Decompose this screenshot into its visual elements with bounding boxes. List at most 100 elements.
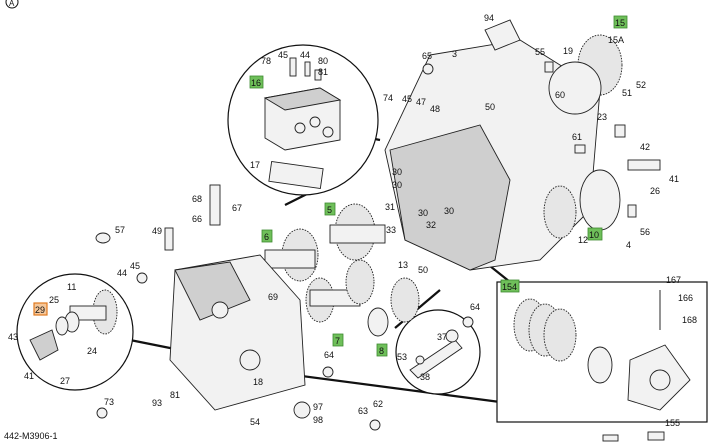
svg-text:31: 31: [385, 202, 395, 212]
gear-shafts: [264, 203, 420, 337]
callout-8: 8: [376, 343, 388, 357]
svg-text:97: 97: [313, 402, 323, 412]
callout-10-label: 10: [589, 230, 599, 240]
svg-text:98: 98: [313, 415, 323, 425]
sheet-marker-label: A: [9, 0, 15, 8]
svg-text:27: 27: [60, 376, 70, 386]
svg-text:62: 62: [373, 399, 383, 409]
svg-text:64: 64: [324, 350, 334, 360]
svg-text:51: 51: [622, 88, 632, 98]
sheet-marker: A: [5, 0, 19, 9]
svg-text:166: 166: [678, 293, 693, 303]
svg-text:63: 63: [358, 406, 368, 416]
callout-154: 154: [500, 279, 520, 293]
svg-text:167: 167: [666, 275, 681, 285]
svg-text:69: 69: [268, 292, 278, 302]
svg-text:30: 30: [444, 206, 454, 216]
detail-circle-tube: [395, 309, 481, 395]
svg-text:168: 168: [682, 315, 697, 325]
detail-box-clutch: [496, 281, 708, 423]
svg-text:68: 68: [192, 194, 202, 204]
callout-5-label: 5: [327, 205, 332, 215]
svg-text:74: 74: [383, 93, 393, 103]
svg-text:30: 30: [418, 208, 428, 218]
svg-text:15A: 15A: [608, 35, 624, 45]
svg-text:43: 43: [8, 332, 18, 342]
svg-text:81: 81: [170, 390, 180, 400]
svg-text:73: 73: [104, 397, 114, 407]
hardware-parts: [95, 19, 665, 442]
callout-15-label: 15: [615, 18, 625, 28]
svg-text:64: 64: [470, 302, 480, 312]
svg-text:23: 23: [597, 112, 607, 122]
svg-text:44: 44: [300, 50, 310, 60]
svg-text:61: 61: [572, 132, 582, 142]
svg-text:49: 49: [152, 226, 162, 236]
callout-29: 29: [33, 302, 48, 316]
svg-text:17: 17: [250, 160, 260, 170]
svg-text:41: 41: [24, 371, 34, 381]
svg-text:19: 19: [563, 46, 573, 56]
svg-text:11: 11: [67, 282, 76, 292]
svg-text:4: 4: [626, 240, 631, 250]
svg-text:45: 45: [278, 50, 288, 60]
svg-text:93: 93: [152, 398, 162, 408]
figure-id: 442-M3906-1: [4, 431, 58, 441]
callout-16-label: 16: [251, 78, 261, 88]
svg-text:12: 12: [578, 235, 588, 245]
svg-text:50: 50: [418, 265, 428, 275]
svg-text:42: 42: [640, 142, 650, 152]
svg-text:24: 24: [87, 346, 97, 356]
callout-8-label: 8: [379, 346, 384, 356]
svg-text:78: 78: [261, 56, 271, 66]
svg-text:53: 53: [397, 352, 407, 362]
callout-5: 5: [324, 202, 336, 216]
callout-6: 6: [261, 229, 273, 243]
svg-text:50: 50: [485, 102, 495, 112]
callout-16: 16: [249, 75, 264, 89]
callout-154-label: 154: [502, 282, 517, 292]
svg-text:26: 26: [650, 186, 660, 196]
svg-text:45: 45: [402, 94, 412, 104]
svg-text:33: 33: [386, 225, 396, 235]
svg-text:25: 25: [49, 295, 59, 305]
svg-text:81: 81: [318, 67, 328, 77]
svg-text:38: 38: [420, 372, 430, 382]
svg-text:155: 155: [665, 418, 680, 428]
svg-text:60: 60: [555, 90, 565, 100]
callout-15: 15: [613, 15, 628, 29]
svg-text:32: 32: [426, 220, 436, 230]
svg-text:47: 47: [416, 97, 426, 107]
svg-text:41: 41: [669, 174, 679, 184]
svg-text:80: 80: [318, 56, 328, 66]
svg-text:44: 44: [117, 268, 127, 278]
svg-text:56: 56: [640, 227, 650, 237]
callout-7: 7: [332, 333, 344, 347]
svg-text:55: 55: [535, 47, 545, 57]
callout-6-label: 6: [264, 232, 269, 242]
svg-text:66: 66: [192, 214, 202, 224]
svg-text:52: 52: [636, 80, 646, 90]
svg-text:30: 30: [392, 180, 402, 190]
svg-text:67: 67: [232, 203, 242, 213]
part-labels: 3 4 11 12 13 15A 17 18 19 23 24 25 26 27…: [8, 13, 697, 428]
svg-text:54: 54: [250, 417, 260, 427]
svg-text:18: 18: [253, 377, 263, 387]
detail-circle-valve-block: [227, 44, 379, 196]
svg-text:48: 48: [430, 104, 440, 114]
svg-text:45: 45: [130, 261, 140, 271]
svg-text:37: 37: [437, 332, 447, 342]
front-housing: [169, 254, 306, 411]
svg-text:13: 13: [398, 260, 408, 270]
svg-text:94: 94: [484, 13, 494, 23]
callout-29-label: 29: [35, 305, 45, 315]
svg-text:30: 30: [392, 167, 402, 177]
svg-text:3: 3: [452, 49, 457, 59]
transmission-housing: [384, 34, 623, 271]
svg-text:57: 57: [115, 225, 125, 235]
svg-text:65: 65: [422, 51, 432, 61]
callout-7-label: 7: [335, 336, 340, 346]
callout-10: 10: [587, 227, 603, 241]
